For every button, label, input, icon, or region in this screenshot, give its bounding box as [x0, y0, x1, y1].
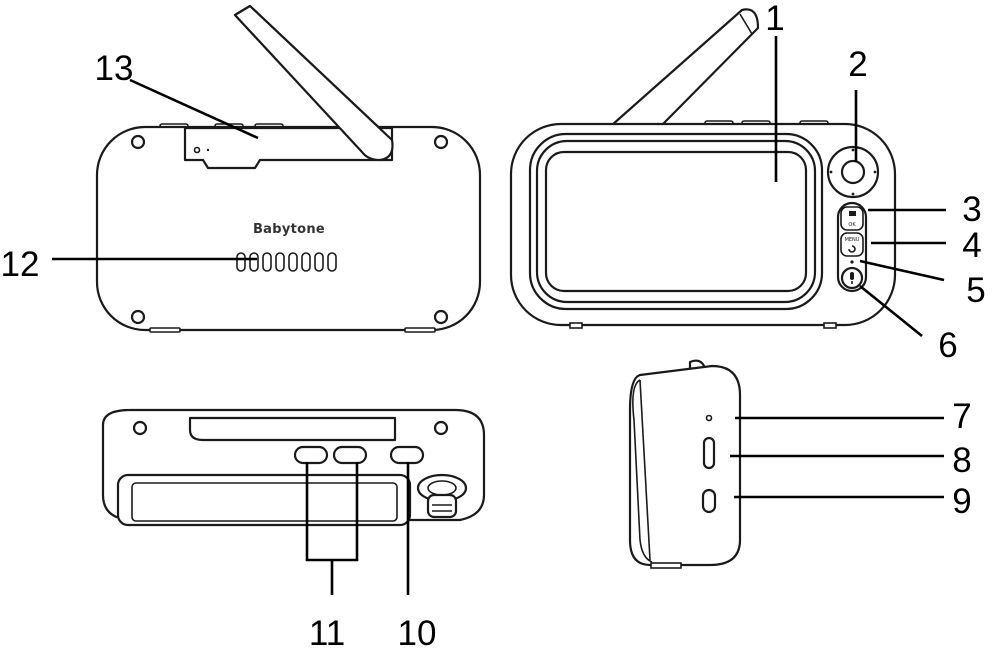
- bottom-stand-outer: [116, 473, 412, 527]
- speaker-hole: [288, 252, 298, 272]
- bottom-screw: [132, 420, 148, 436]
- back-screw: [130, 134, 146, 150]
- callout-7: 7: [952, 397, 971, 436]
- callout-10: 10: [398, 614, 437, 650]
- bottom-stand-inner: [131, 482, 398, 522]
- callout-4: 4: [962, 226, 981, 265]
- usb-c-port: [701, 488, 717, 514]
- ok-camera-icon: [849, 211, 856, 216]
- back-antenna-front: [233, 4, 394, 162]
- nav-down-dot: [851, 192, 855, 196]
- ok-button-label: OK: [848, 222, 856, 228]
- callout-8: 8: [952, 441, 971, 480]
- callout-11: 11: [309, 614, 345, 650]
- front-antenna: [610, 8, 760, 127]
- side-mic-hole: [705, 414, 713, 422]
- menu-button[interactable]: [840, 232, 864, 257]
- screen-bezel-outer: [528, 132, 824, 311]
- brand-logo: Babytone: [253, 222, 325, 237]
- lcd-screen: [544, 150, 808, 293]
- callout-6: 6: [938, 326, 957, 365]
- back-clip-dot: [206, 148, 210, 152]
- leader-line-13: [129, 78, 259, 140]
- back-arrow-icon: [848, 245, 856, 253]
- back-view: Babytone: [95, 4, 482, 333]
- callout-12: 12: [1, 245, 40, 284]
- speaker-hole: [327, 252, 337, 272]
- front-view: OK MENU: [509, 8, 897, 329]
- navigation-pad[interactable]: [826, 145, 880, 199]
- back-foot: [404, 327, 436, 333]
- nav-up-dot: [851, 148, 855, 152]
- callout-2: 2: [848, 45, 867, 84]
- speaker-hole: [275, 252, 285, 272]
- bottom-clip: [188, 416, 397, 442]
- callout-5: 5: [966, 271, 985, 310]
- side-view: [628, 359, 742, 569]
- back-screw: [130, 309, 146, 325]
- bottom-port-left: [293, 445, 329, 465]
- bottom-port-reset: [389, 445, 425, 465]
- callout-1: 1: [765, 0, 784, 38]
- nav-right-dot: [873, 170, 877, 174]
- back-screw: [433, 134, 449, 150]
- front-antenna-tip: [739, 13, 753, 35]
- speaker-hole: [314, 252, 324, 272]
- bottom-port-right: [332, 445, 368, 465]
- back-clip-hole: [193, 146, 201, 154]
- bottom-screw: [433, 420, 449, 436]
- callout-3: 3: [962, 190, 981, 229]
- speaker-hole: [249, 252, 259, 272]
- side-bezel-line: [639, 379, 651, 561]
- leader-line-5: [859, 259, 945, 282]
- side-front-edge: [632, 379, 653, 563]
- speaker-hole: [301, 252, 311, 272]
- callout-9: 9: [952, 482, 971, 521]
- back-foot: [149, 327, 181, 333]
- microphone-icon: [850, 272, 854, 280]
- screen-bezel-inner: [535, 139, 817, 304]
- bottom-view: [101, 408, 486, 527]
- leader-lines: [52, 36, 946, 595]
- sd-card-slot: [702, 436, 716, 470]
- menu-button-label: MENU: [845, 237, 860, 243]
- back-screw: [433, 309, 449, 325]
- ok-button[interactable]: [840, 206, 864, 231]
- leader-line-6: [859, 284, 923, 338]
- button-column: [836, 201, 868, 293]
- front-foot: [823, 322, 837, 329]
- navigation-center-button[interactable]: [840, 159, 866, 185]
- speaker-hole: [236, 252, 246, 272]
- front-body: [509, 122, 897, 327]
- status-led: [850, 260, 854, 264]
- speaker-hole: [262, 252, 272, 272]
- callout-13: 13: [95, 49, 134, 88]
- front-foot: [569, 322, 583, 329]
- side-foot: [650, 562, 682, 569]
- side-body: [628, 364, 742, 567]
- antenna-base: [426, 493, 458, 519]
- nav-left-dot: [829, 170, 833, 174]
- speaker-grille: [236, 252, 337, 272]
